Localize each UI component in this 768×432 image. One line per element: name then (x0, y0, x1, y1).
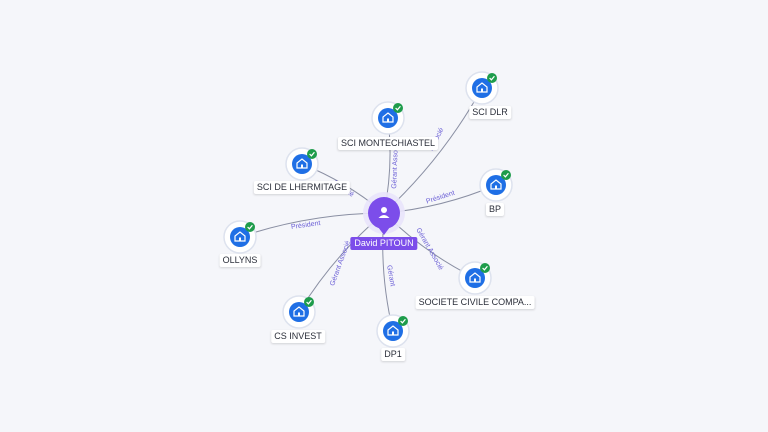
company-label[interactable]: SCI MONTECHIASTEL (337, 137, 439, 150)
verified-check-icon (304, 297, 314, 307)
company-label[interactable]: BP (485, 203, 505, 216)
company-label[interactable]: OLLYNS (219, 254, 261, 267)
company-node[interactable] (371, 101, 405, 135)
verified-check-icon (487, 73, 497, 83)
building-icon (472, 78, 492, 98)
edge-label: Gérant Associé (391, 141, 400, 189)
edge-label: Gérant Associé (329, 240, 352, 287)
verified-check-icon (480, 263, 490, 273)
company-node[interactable] (458, 261, 492, 295)
company-label[interactable]: SCI DLR (469, 106, 511, 119)
company-label[interactable]: DP1 (381, 348, 405, 361)
edge-label: Président (425, 190, 455, 206)
company-node[interactable] (285, 147, 319, 181)
verified-check-icon (501, 170, 511, 180)
building-icon (292, 154, 312, 174)
company-node[interactable] (282, 295, 316, 329)
verified-check-icon (245, 222, 255, 232)
building-icon (289, 302, 309, 322)
company-label[interactable]: CS INVEST (271, 330, 325, 343)
edge-label: Président (291, 220, 321, 231)
verified-check-icon (398, 316, 408, 326)
company-node[interactable] (465, 71, 499, 105)
company-label[interactable]: SCI DE LHERMITAGE (253, 181, 351, 194)
building-icon (486, 175, 506, 195)
verified-check-icon (393, 103, 403, 113)
company-node[interactable] (223, 220, 257, 254)
company-node[interactable] (479, 168, 513, 202)
edge-label: Gérant (385, 265, 396, 287)
person-node[interactable] (363, 192, 405, 235)
company-label[interactable]: SOCIETE CIVILE COMPA... (415, 296, 535, 309)
person-label[interactable]: David PITOUN (350, 237, 418, 250)
building-icon (378, 108, 398, 128)
building-icon (465, 268, 485, 288)
edge-label: Gérant Associé (414, 227, 444, 272)
building-icon (230, 227, 250, 247)
company-node[interactable] (376, 314, 410, 348)
building-icon (383, 321, 403, 341)
person-icon (378, 207, 390, 218)
verified-check-icon (307, 149, 317, 159)
